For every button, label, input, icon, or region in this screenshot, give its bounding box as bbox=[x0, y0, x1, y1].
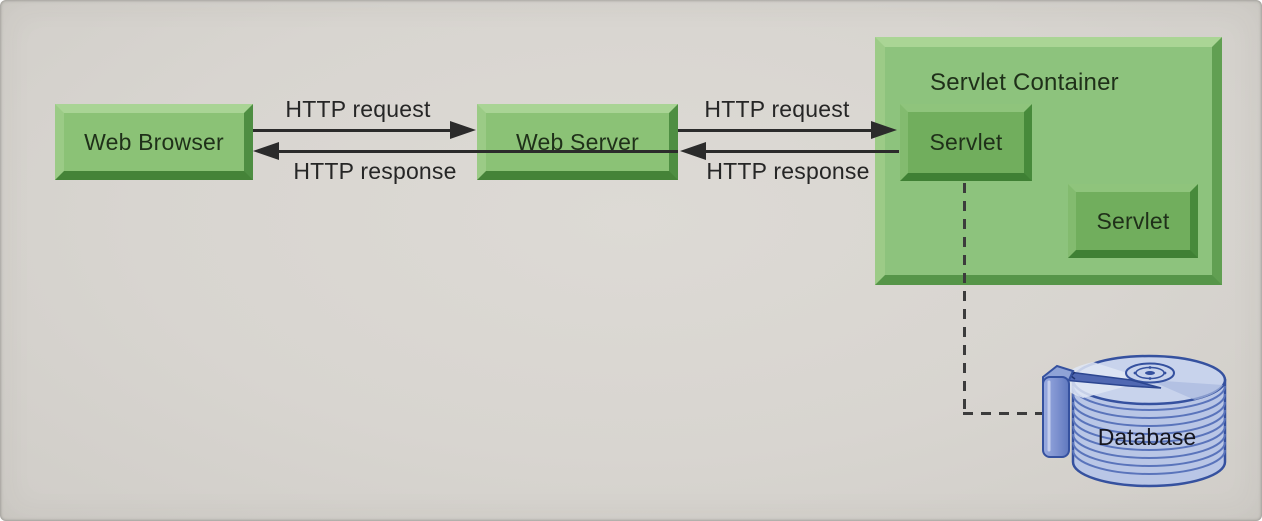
servlet-database-connector-vertical bbox=[963, 183, 966, 414]
servlet-node-top: Servlet bbox=[900, 104, 1032, 181]
http-request-label-1: HTTP request bbox=[285, 96, 431, 122]
database-label: Database bbox=[1097, 424, 1197, 450]
http-response-arrow-2 bbox=[705, 150, 899, 153]
arrowhead-left-icon bbox=[680, 142, 706, 160]
arrowhead-right-icon bbox=[871, 121, 897, 139]
servlet-node-bottom: Servlet bbox=[1068, 184, 1198, 258]
servlet-database-connector-horizontal bbox=[963, 412, 1043, 415]
servlet-bottom-label: Servlet bbox=[1096, 207, 1170, 234]
http-response-label-1: HTTP response bbox=[293, 158, 457, 184]
arrowhead-left-icon bbox=[253, 142, 279, 160]
http-response-label-2: HTTP response bbox=[706, 158, 870, 184]
web-browser-node: Web Browser bbox=[55, 104, 253, 180]
http-request-arrow-1 bbox=[253, 129, 451, 132]
arrowhead-right-icon bbox=[450, 121, 476, 139]
http-response-arrow-1 bbox=[278, 150, 678, 153]
database-icon bbox=[1042, 354, 1227, 488]
web-server-node: Web Server bbox=[477, 104, 678, 180]
http-request-label-2: HTTP request bbox=[704, 96, 850, 122]
web-browser-label: Web Browser bbox=[84, 128, 224, 155]
servlet-top-label: Servlet bbox=[929, 129, 1003, 155]
servlet-container-label: Servlet Container bbox=[930, 69, 1119, 96]
http-request-arrow-2 bbox=[678, 129, 872, 132]
